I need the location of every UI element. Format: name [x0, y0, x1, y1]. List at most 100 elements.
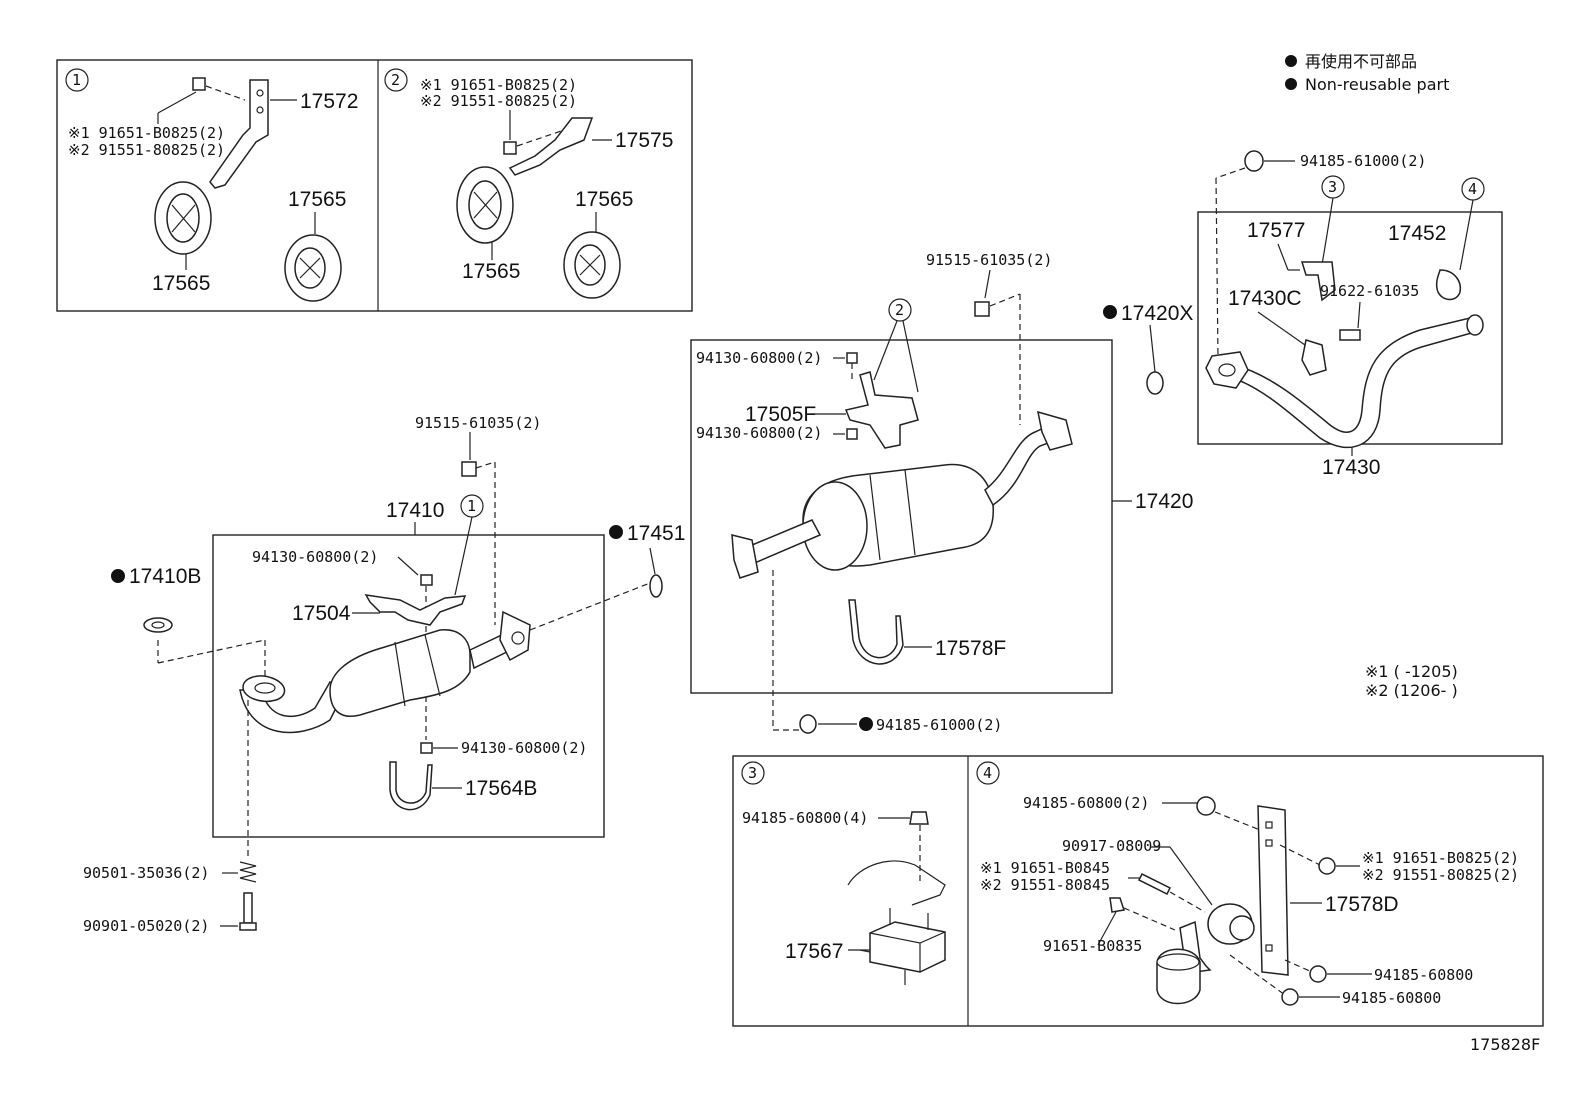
front-pipe-frame	[212, 534, 605, 838]
bracket-17578d	[1257, 805, 1289, 976]
inset-3-4-frame	[732, 755, 1544, 1027]
nut-label-r1: 94185-60800	[1374, 966, 1473, 984]
bolt-label-a: ※1 91651-B0845	[980, 859, 1110, 877]
non-reusable-dot-icon	[859, 717, 873, 731]
non-reusable-dot-icon	[111, 569, 125, 583]
part-17410: 17410	[386, 499, 444, 522]
inset-number-circle	[65, 68, 89, 92]
non-reusable-dot-icon	[1285, 55, 1297, 67]
tail-pipe-tube	[1234, 317, 1476, 449]
bolt-icon	[1137, 872, 1172, 896]
bracket-17575	[508, 117, 594, 176]
bolt-icon	[461, 461, 477, 477]
footnote-1: ※1 ( -1205)	[1365, 662, 1458, 681]
legend-en: Non-reusable part	[1305, 75, 1449, 94]
part-17577: 17577	[1247, 219, 1305, 242]
legend-jp: 再使用不可部品	[1305, 52, 1417, 71]
inset-1: 1 ※1 91651-B0825(2) ※2 91551-80825(2) 17…	[65, 68, 358, 302]
nut-label-bottom: 94130-60800(2)	[461, 739, 587, 757]
bracket-17430c	[1301, 339, 1327, 376]
bracket-outline	[847, 860, 946, 906]
part-17430: 17430	[1322, 456, 1380, 479]
nut-icon	[1244, 150, 1264, 172]
callout-1: 1	[467, 497, 476, 515]
diagram-id: 175828F	[1470, 1035, 1540, 1054]
u-clamp-17578f	[848, 599, 904, 665]
bolt-label-a: ※1 91651-B0825(2)	[68, 124, 225, 142]
nut-label-top: 94185-61000(2)	[1300, 152, 1426, 170]
non-reusable-dot-icon	[1103, 305, 1117, 319]
non-reusable-dot-icon	[609, 525, 623, 539]
tail-pipe-outlet	[1466, 314, 1484, 336]
clamp-17452	[1435, 269, 1462, 301]
part-17452: 17452	[1388, 222, 1446, 245]
nut-icon	[909, 811, 929, 825]
part-17504: 17504	[292, 602, 351, 625]
nut-label-top: 94130-60800(2)	[696, 349, 822, 367]
callout-4: 4	[1468, 180, 1477, 198]
gasket-17410b: 17410B	[111, 565, 201, 633]
nut-label: 94185-60800(4)	[742, 809, 868, 827]
bolt-label-b: ※2 91551-80845	[980, 876, 1110, 894]
bolt-label-b: ※2 91551-80825(2)	[68, 141, 225, 159]
inset-3: 3 94185-60800(4) 17567	[741, 761, 946, 985]
part-17575: 17575	[615, 129, 673, 152]
bolt-label-bottom: 90901-05020(2)	[83, 917, 209, 935]
part-17572: 17572	[300, 90, 358, 113]
nut-label-r2: 94185-60800	[1342, 989, 1441, 1007]
inset-4: 4 94185-60800(2) 90917-08009 ※1 91651-B0…	[976, 761, 1519, 1007]
inset-2: 2 ※1 91651-B0825(2) ※2 91551-80825(2) 17…	[384, 68, 673, 299]
bolt-icon	[192, 77, 206, 91]
part-17505f: 17505F	[745, 403, 816, 426]
spring-icon	[239, 861, 257, 883]
callout-circle	[888, 298, 912, 322]
inset-number-circle	[384, 68, 408, 92]
muffler-assembly: 17420 91515-61035(2) 2 94130-60800(2) 94…	[690, 251, 1193, 734]
muffler-inlet-flange	[731, 534, 759, 579]
nut-icon	[420, 742, 433, 754]
bolt-label-a: ※1 91651-B0825(2)	[420, 76, 577, 94]
damper-label: 90917-08009	[1062, 837, 1161, 855]
bolt-label-top: 91515-61035(2)	[415, 414, 541, 432]
bracket-17504	[364, 594, 467, 626]
nut-icon	[846, 428, 858, 440]
nut-label-bottom: 94185-61000(2)	[876, 716, 1002, 734]
nut-label-top: 94130-60800(2)	[252, 548, 378, 566]
part-17565-b: 17565	[288, 188, 346, 211]
part-17420x: 17420X	[1121, 302, 1193, 325]
gasket-17451: 17451	[609, 522, 685, 598]
bolt-label-r1: ※1 91651-B0825(2)	[1362, 849, 1519, 867]
callout-3: 3	[1328, 178, 1337, 196]
nut-label-mid: 94130-60800(2)	[696, 424, 822, 442]
nut-icon	[420, 574, 433, 586]
part-17564b: 17564B	[465, 777, 537, 800]
inset-number: 2	[391, 71, 400, 89]
part-17430c: 17430C	[1228, 287, 1302, 310]
bolt-icon	[243, 892, 253, 924]
spring-and-bolt: 90501-35036(2) 90901-05020(2)	[83, 861, 257, 935]
inset-number: 1	[72, 71, 81, 89]
tail-pipe-assembly: 17430 94185-61000(2) 3 4 17577 17452 174…	[1197, 150, 1503, 479]
nut-icon	[799, 714, 817, 734]
bolt-icon	[503, 141, 517, 155]
part-17451: 17451	[627, 522, 685, 545]
nut-icon	[1196, 796, 1216, 816]
part-17420: 17420	[1135, 490, 1193, 513]
support-17577	[1300, 261, 1336, 302]
legend: 再使用不可部品 Non-reusable part	[1285, 52, 1449, 94]
bolt-label-b: ※2 91551-80825(2)	[420, 92, 577, 110]
footnote-2: ※2 (1206- )	[1365, 681, 1458, 700]
bolt-label-c: 91651-B0835	[1043, 937, 1142, 955]
callout-2: 2	[895, 301, 904, 319]
spring-label: 90501-35036(2)	[83, 864, 209, 882]
part-17567: 17567	[785, 940, 843, 963]
bolt-label-r2: ※2 91551-80825(2)	[1362, 866, 1519, 884]
part-17578f: 17578F	[935, 637, 1006, 660]
bolt-icon	[1318, 857, 1336, 875]
nut-icon	[1281, 988, 1299, 1006]
front-pipe-assembly: 17410 91515-61035(2) 1 94130-60800(2) 17…	[157, 414, 651, 860]
part-17565-d: 17565	[575, 188, 633, 211]
nut-icon	[846, 352, 858, 364]
bolt-label: 91622-61035	[1320, 282, 1419, 300]
footnote: ※1 ( -1205) ※2 (1206- )	[1365, 662, 1458, 700]
